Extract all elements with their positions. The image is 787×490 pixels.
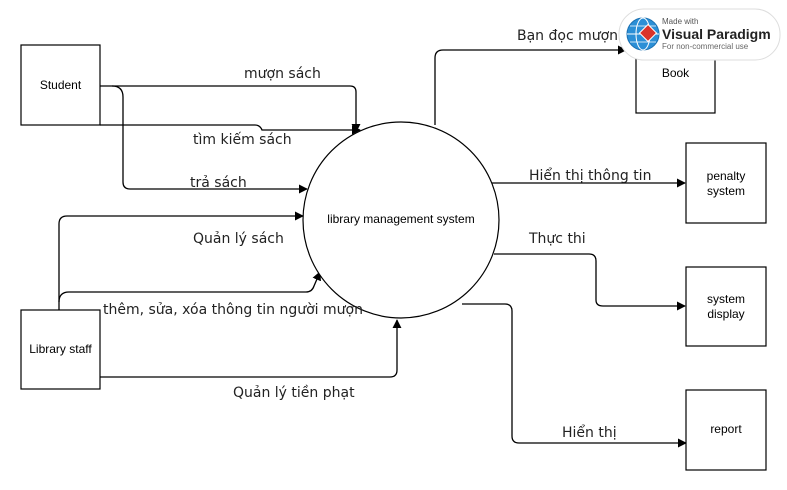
- flow-label-muon-sach: mượn sách: [244, 66, 321, 82]
- edge-thuc-thi: [494, 253, 686, 311]
- flow-label-them-sua-xoa: thêm, sửa, xóa thông tin người mượn: [103, 302, 363, 318]
- edge-tim-kiem-sach: [100, 124, 361, 135]
- edge-them-sua-xoa: [58, 271, 321, 303]
- edge-muon-sach: [100, 85, 361, 133]
- process-library-management-system[interactable]: [302, 121, 500, 319]
- globe-logo-icon: [626, 17, 660, 51]
- flow-label-quan-ly-sach: Quản lý sách: [193, 231, 284, 247]
- entity-display-label-2: display: [707, 307, 744, 321]
- entity-report[interactable]: [685, 389, 767, 471]
- visual-paradigm-watermark: Made with Visual Paradigm For non-commer…: [618, 8, 781, 61]
- flow-label-thuc-thi: Thực thi: [528, 231, 586, 247]
- edge-tra-sach: [111, 85, 308, 194]
- watermark-line-2: Visual Paradigm: [662, 26, 771, 42]
- edge-quan-ly-sach: [58, 211, 304, 310]
- flow-label-tra-sach: trả sách: [190, 175, 247, 191]
- flow-label-ban-doc-muon: Bạn đọc mượn: [517, 28, 618, 44]
- flow-label-tim-kiem-sach: tìm kiếm sách: [193, 131, 292, 148]
- entity-penalty-system[interactable]: [685, 142, 767, 224]
- entity-book-label: Book: [662, 66, 690, 80]
- entity-penalty-label-2: system: [707, 184, 745, 198]
- process-label: library management system: [327, 212, 474, 226]
- entity-report-label: report: [710, 422, 742, 436]
- flow-label-hien-thi: Hiển thị: [562, 424, 617, 441]
- entity-student[interactable]: [20, 44, 101, 126]
- watermark-line-1: Made with: [662, 17, 698, 26]
- entity-library-staff-label: Library staff: [29, 342, 92, 356]
- entity-penalty-label-1: penalty: [707, 169, 746, 183]
- entity-display-label-1: system: [707, 292, 745, 306]
- flow-label-quan-ly-tien-phat: Quản lý tiền phạt: [233, 384, 355, 401]
- edge-ban-doc-muon: [434, 45, 627, 125]
- entity-system-display[interactable]: [685, 266, 767, 347]
- entity-library-staff[interactable]: [20, 309, 101, 390]
- edge-hien-thi: [462, 303, 687, 448]
- entity-student-label: Student: [40, 78, 82, 92]
- watermark-line-3: For non-commercial use: [662, 42, 749, 51]
- edge-quan-ly-tien-phat: [100, 319, 402, 378]
- flow-label-hien-thi-thong-tin: Hiển thị thông tin: [529, 167, 651, 184]
